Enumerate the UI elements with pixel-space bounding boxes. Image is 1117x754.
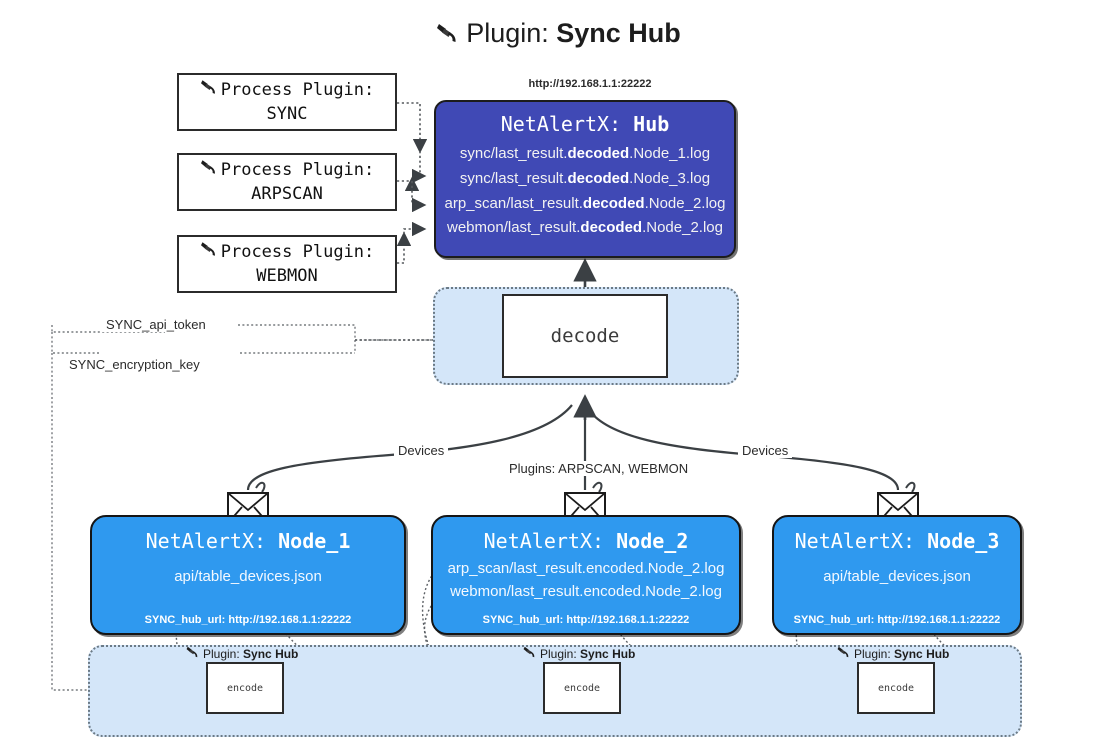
hub-title: NetAlertX: Hub bbox=[500, 112, 670, 136]
plug-icon bbox=[200, 240, 220, 265]
plug-icon bbox=[200, 78, 220, 103]
node-log-line: arp_scan/last_result.encoded.Node_2.log bbox=[447, 560, 725, 577]
process-plugin-box-arpscan[interactable]: Process Plugin: ARPSCAN bbox=[177, 153, 397, 211]
node-log-line: api/table_devices.json bbox=[823, 568, 971, 585]
encode-plugin-label-1: Plugin: Sync Hub bbox=[186, 645, 298, 662]
process-plugin-name: SYNC bbox=[266, 104, 308, 124]
encode-box-3[interactable]: encode bbox=[857, 662, 935, 714]
edge-label-plugins: Plugins: ARPSCAN, WEBMON bbox=[505, 461, 693, 476]
process-plugin-box-sync[interactable]: Process Plugin: SYNC bbox=[177, 73, 397, 131]
node-log-line: api/table_devices.json bbox=[174, 568, 322, 585]
process-plugin-title: Process Plugin: bbox=[220, 80, 375, 101]
node-box-node-1[interactable]: NetAlertX: Node_1 api/table_devices.json… bbox=[90, 515, 406, 635]
hub-log-line: arp_scan/last_result.decoded.Node_2.log bbox=[444, 194, 726, 212]
hub-log-line: sync/last_result.decoded.Node_3.log bbox=[459, 169, 711, 187]
edge-label-devices-right: Devices bbox=[738, 443, 793, 458]
process-plugin-name: ARPSCAN bbox=[251, 184, 323, 204]
edge-label-devices-left: Devices bbox=[394, 443, 449, 458]
process-plugin-title: Process Plugin: bbox=[220, 242, 375, 263]
process-plugin-name: WEBMON bbox=[256, 266, 318, 286]
encode-box-2[interactable]: encode bbox=[543, 662, 621, 714]
node-title: NetAlertX: Node_2 bbox=[483, 529, 689, 553]
node-footer: SYNC_hub_url: http://192.168.1.1:22222 bbox=[482, 614, 690, 626]
secret-label-api-token: SYNC_api_token bbox=[102, 317, 210, 332]
encode-plugin-label-2: Plugin: Sync Hub bbox=[523, 645, 635, 662]
hub-url-label: http://192.168.1.1:22222 bbox=[528, 78, 652, 90]
plug-icon bbox=[436, 21, 462, 52]
decode-box[interactable]: decode bbox=[502, 294, 668, 378]
node-box-node-3[interactable]: NetAlertX: Node_3 api/table_devices.json… bbox=[772, 515, 1022, 635]
hub-node[interactable]: NetAlertX: Hub sync/last_result.decoded.… bbox=[434, 100, 736, 258]
node-box-node-2[interactable]: NetAlertX: Node_2 arp_scan/last_result.e… bbox=[431, 515, 741, 635]
node-footer: SYNC_hub_url: http://192.168.1.1:22222 bbox=[144, 614, 352, 626]
node-log-line: webmon/last_result.encoded.Node_2.log bbox=[450, 583, 722, 601]
plug-icon bbox=[200, 158, 220, 183]
secret-label-encryption-key: SYNC_encryption_key bbox=[65, 357, 204, 372]
node-title: NetAlertX: Node_1 bbox=[145, 529, 351, 553]
hub-log-line: webmon/last_result.decoded.Node_2.log bbox=[447, 219, 723, 237]
hub-log-line: sync/last_result.decoded.Node_1.log bbox=[459, 145, 711, 162]
plug-icon bbox=[186, 645, 201, 662]
encode-plugin-label-3: Plugin: Sync Hub bbox=[837, 645, 949, 662]
title-prefix: Plugin: bbox=[466, 18, 549, 48]
plug-icon bbox=[523, 645, 538, 662]
title-name: Sync Hub bbox=[556, 18, 681, 48]
page-title: Plugin: Sync Hub bbox=[0, 18, 1117, 52]
process-plugin-box-webmon[interactable]: Process Plugin: WEBMON bbox=[177, 235, 397, 293]
node-title: NetAlertX: Node_3 bbox=[794, 529, 1000, 553]
encode-box-1[interactable]: encode bbox=[206, 662, 284, 714]
plug-icon bbox=[837, 645, 852, 662]
node-footer: SYNC_hub_url: http://192.168.1.1:22222 bbox=[793, 614, 1001, 626]
process-plugin-title: Process Plugin: bbox=[220, 160, 375, 181]
